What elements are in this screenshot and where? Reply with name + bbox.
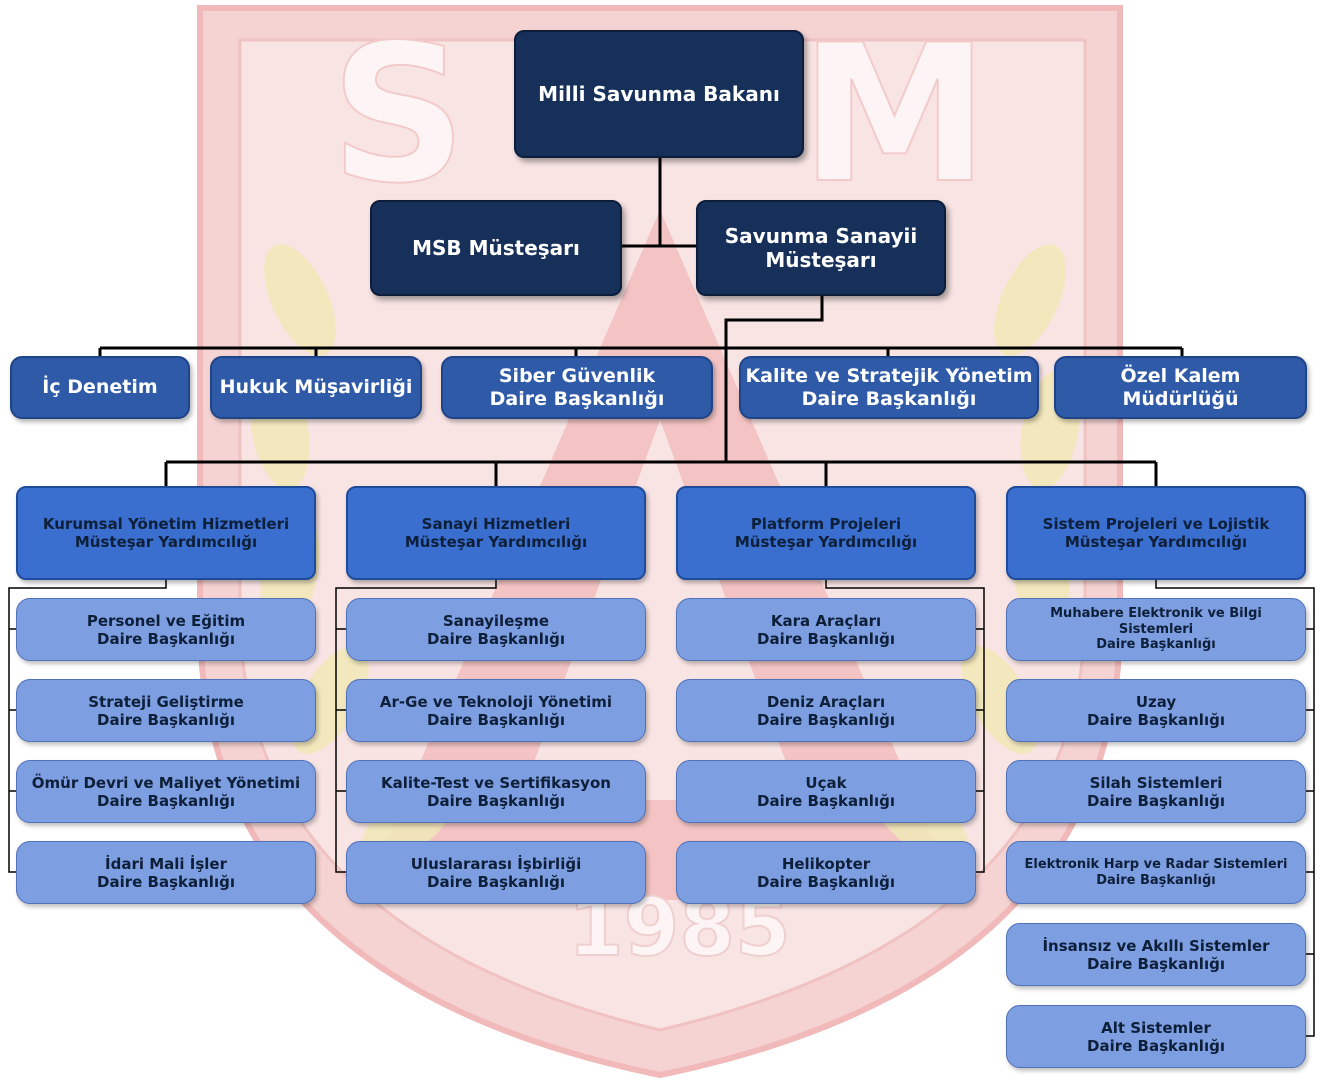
msb-undersecretary-box: MSB Müsteşarı: [370, 200, 622, 296]
box-text-line: Kurumsal Yönetim Hizmetleri: [42, 515, 290, 533]
box-text-line: Daire Başkanlığı: [1087, 954, 1225, 973]
box-text-line: Ar-Ge ve Teknoloji Yönetimi: [379, 692, 613, 711]
box-text-line: Helikopter: [781, 854, 871, 873]
box-text-line: Daire Başkanlığı: [1096, 637, 1216, 653]
box-text-line: Daire Başkanlığı: [97, 710, 235, 729]
box-text-line: İnsansız ve Akıllı Sistemler: [1042, 936, 1270, 955]
box-text-line: Elektronik Harp ve Radar Sistemleri: [1024, 856, 1288, 872]
box-text-line: Sistem Projeleri ve Lojistik: [1042, 515, 1270, 533]
box-text-line: Kalite-Test ve Sertifikasyon: [381, 773, 611, 792]
box-text-line: Müsteşar Yardımcılığı: [734, 533, 918, 551]
box-text-line: İdari Mali İşler: [105, 854, 227, 873]
connector-col3: [825, 580, 985, 873]
box-text-line: Daire Başkanlığı: [1087, 1036, 1225, 1055]
box-text-line: Sanayileşme: [442, 611, 550, 630]
connector-deputies-drops: [164, 462, 1158, 486]
box-text-line: Ömür Devri ve Maliyet Yönetimi: [31, 773, 301, 792]
box-text-line: Muhabere Elektronik ve Bilgi: [1050, 606, 1262, 622]
box-text-line: Savunma Sanayii: [724, 224, 918, 248]
box-text-line: Müsteşar Yardımcılığı: [1064, 533, 1248, 551]
box-text-line: Daire Başkanlığı: [97, 629, 235, 648]
box-text-line: Siber Güvenlik: [498, 364, 656, 387]
box-text-line: Müsteşar Yardımcılığı: [404, 533, 588, 551]
box-text-line: Deniz Araçları: [766, 692, 886, 711]
office-ic-denetim: İç Denetim: [10, 356, 190, 419]
box-text-line: Kalite ve Stratejik Yönetim: [745, 364, 1033, 387]
box-text-line: Daire Başkanlığı: [427, 629, 565, 648]
emblem-letter-m: M: [800, 4, 989, 225]
box-text-line: Daire Başkanlığı: [757, 629, 895, 648]
box-text-line: Daire Başkanlığı: [489, 387, 665, 410]
box-text-line: Daire Başkanlığı: [757, 791, 895, 810]
box-text-line: Milli Savunma Bakanı: [538, 82, 780, 106]
connector-ssm-down: [724, 296, 824, 462]
box-text-line: Özel Kalem Müdürlüğü: [1120, 364, 1241, 410]
box-text-line: Sanayi Hizmetleri: [421, 515, 571, 533]
box-text-line: Daire Başkanlığı: [427, 710, 565, 729]
box-text-line: Daire Başkanlığı: [97, 791, 235, 810]
box-text-line: Uluslararası İşbirliği: [410, 854, 582, 873]
box-text-line: Silah Sistemleri: [1089, 773, 1223, 792]
emblem-letter-s: S: [330, 4, 467, 225]
connector-col4: [1155, 580, 1315, 1037]
box-text-line: MSB Müsteşarı: [412, 236, 580, 260]
box-text-line: Daire Başkanlığı: [1096, 872, 1216, 888]
office-ozel-kalem: Özel Kalem Müdürlüğü: [1054, 356, 1307, 419]
minister-box: Milli Savunma Bakanı: [514, 30, 804, 158]
box-text-line: Daire Başkanlığı: [97, 872, 235, 891]
box-text-line: Strateji Geliştirme: [88, 692, 244, 711]
connector-col2: [335, 580, 497, 873]
connector-minister: [620, 158, 698, 248]
box-text-line: Alt Sistemler: [1101, 1018, 1211, 1037]
box-text-line: Daire Başkanlığı: [1087, 791, 1225, 810]
box-text-line: Personel ve Eğitim: [86, 611, 246, 630]
box-text-line: Daire Başkanlığı: [801, 387, 977, 410]
box-text-line: Uçak: [805, 773, 847, 792]
office-hukuk-musavirligi: Hukuk Müşavirliği: [210, 356, 422, 419]
box-text-line: Daire Başkanlığı: [757, 710, 895, 729]
box-text-line: Kara Araçları: [770, 611, 882, 630]
box-text-line: Daire Başkanlığı: [427, 872, 565, 891]
box-text-line: Müsteşarı: [765, 248, 877, 272]
box-text-line: Daire Başkanlığı: [427, 791, 565, 810]
box-text-line: Platform Projeleri: [750, 515, 902, 533]
connector-offices-drops: [98, 348, 1184, 356]
box-text-line: Daire Başkanlığı: [757, 872, 895, 891]
box-text-line: İç Denetim: [42, 376, 158, 399]
box-text-line: Uzay: [1135, 692, 1177, 711]
connector-col1: [8, 580, 167, 873]
box-text-line: Hukuk Müşavirliği: [219, 376, 413, 399]
box-text-line: Müsteşar Yardımcılığı: [74, 533, 258, 551]
box-text-line: Daire Başkanlığı: [1087, 710, 1225, 729]
box-text-line: Sistemleri: [1118, 621, 1194, 637]
